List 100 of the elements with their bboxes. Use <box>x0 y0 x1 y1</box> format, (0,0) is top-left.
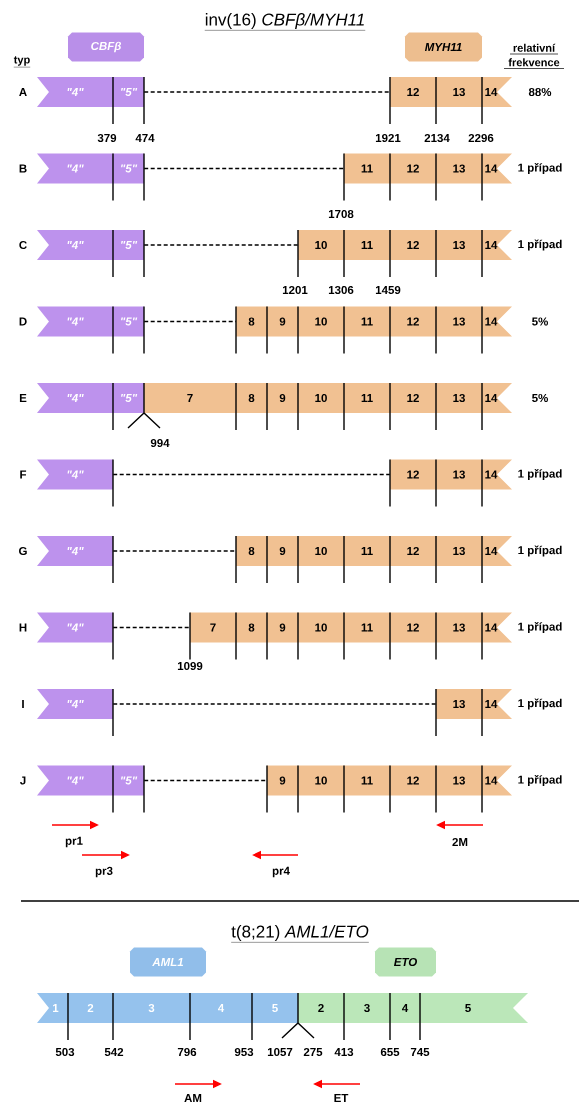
node-label: 12 <box>407 776 419 785</box>
exon-segment: 13 <box>436 689 482 719</box>
gene-label: MYH11 <box>405 32 482 62</box>
node-label: "4" <box>67 776 84 785</box>
node-label: 2 <box>318 1004 324 1013</box>
node-label: 10 <box>315 393 327 403</box>
label: 474 <box>135 134 155 142</box>
label: 1459 <box>375 285 401 295</box>
column-heading: relativní frekvence <box>503 43 565 69</box>
node-label: 12 <box>407 393 419 403</box>
gene-label: CBFβ <box>68 32 144 62</box>
exon-segment: "4" <box>37 689 113 719</box>
label: pr4 <box>272 866 290 878</box>
node-label: 5 <box>272 1004 278 1013</box>
node-label: 10 <box>315 776 327 785</box>
node-label: 12 <box>407 87 419 97</box>
node-label: 14 <box>485 394 498 402</box>
node-label: 13 <box>453 240 465 250</box>
node-label: 14 <box>485 470 498 479</box>
exon-segment: 7 <box>190 612 236 643</box>
node-label: 14 <box>485 88 498 96</box>
exon-segment: 10 <box>298 536 344 566</box>
node-label: 9 <box>279 317 286 326</box>
node-label: 9 <box>279 623 286 632</box>
node-label: 13 <box>453 317 465 326</box>
exon-segment: 12 <box>390 459 436 490</box>
node-label: 12 <box>407 546 419 556</box>
label: 1921 <box>375 133 401 143</box>
label: 5% <box>532 317 548 326</box>
node-label: 3 <box>148 1003 155 1013</box>
node-label: 9 <box>279 776 286 785</box>
exon-segment: 13 <box>436 230 482 260</box>
node-label: "5" <box>121 317 138 326</box>
exon-segment: 14 <box>482 689 512 719</box>
node-label: 13 <box>453 699 465 709</box>
label: J <box>19 776 26 785</box>
node-label: 11 <box>361 394 373 402</box>
label: 1099 <box>177 661 203 671</box>
node-label: 11 <box>361 317 373 326</box>
exon-segment: 10 <box>298 383 344 413</box>
node-label: 12 <box>407 240 419 250</box>
connector <box>143 244 299 246</box>
node-label: 12 <box>407 164 419 173</box>
label: 503 <box>55 1047 75 1057</box>
exon-segment: 12 <box>390 765 436 796</box>
node-label: 1 <box>53 1004 59 1012</box>
label: AM <box>184 1094 202 1102</box>
label: 2296 <box>468 133 494 143</box>
exon-segment: 12 <box>390 383 436 413</box>
exon-segment: 2 <box>68 993 113 1023</box>
label: F <box>20 470 27 479</box>
exon-segment: 13 <box>436 77 482 107</box>
label: 796 <box>177 1047 197 1057</box>
exon-segment: 14 <box>482 77 512 107</box>
title: t(8;21) AML1/ETO <box>231 925 369 943</box>
exon-segment: 3 <box>344 993 390 1023</box>
connector <box>143 167 345 170</box>
node-label: "5" <box>121 776 138 785</box>
exon-segment: 1 <box>37 993 68 1023</box>
exon-segment: 13 <box>436 536 482 566</box>
exon-segment: 12 <box>390 230 436 260</box>
node-label: 13 <box>453 623 465 632</box>
exon-segment: 14 <box>482 612 512 643</box>
connector <box>143 91 391 93</box>
exon-segment: 12 <box>390 77 436 107</box>
node-label: 14 <box>485 700 498 708</box>
node-label: 11 <box>361 164 373 173</box>
node-label: 11 <box>361 623 373 632</box>
node-label: 4 <box>217 1004 225 1012</box>
exon-segment: 11 <box>344 612 390 643</box>
node-label: 14 <box>485 241 498 249</box>
exon-segment: 14 <box>482 459 512 490</box>
node-label: 12 <box>407 623 419 632</box>
node-label: 10 <box>315 546 327 556</box>
node-label: 14 <box>485 776 498 785</box>
node-label: 10 <box>315 317 327 326</box>
node-label: "5" <box>121 241 138 250</box>
node-label: 8 <box>248 393 255 403</box>
exon-segment: "4" <box>37 536 113 566</box>
node-label: 7 <box>187 394 193 402</box>
column-heading: typ <box>13 56 31 68</box>
label: pr1 <box>65 836 83 848</box>
exon-segment: 14 <box>482 230 512 260</box>
exon-segment: 14 <box>482 536 512 566</box>
exon-segment: 10 <box>298 306 344 337</box>
exon-segment: 13 <box>436 765 482 796</box>
connector <box>112 626 191 629</box>
node-label: 5 <box>465 1004 471 1013</box>
exon-segment: 12 <box>390 536 436 566</box>
exon-segment: 13 <box>436 153 482 184</box>
node-label: "5" <box>121 88 138 97</box>
label: 2M <box>452 838 468 847</box>
node-label: "4" <box>67 394 84 402</box>
node-label: 13 <box>453 164 465 173</box>
node-label: 7 <box>210 623 216 632</box>
exon-segment: 3 <box>113 993 190 1023</box>
exon-segment: "4" <box>37 612 113 643</box>
connector <box>143 779 268 782</box>
node-label: 14 <box>485 623 498 632</box>
node-label: "4" <box>67 164 84 173</box>
